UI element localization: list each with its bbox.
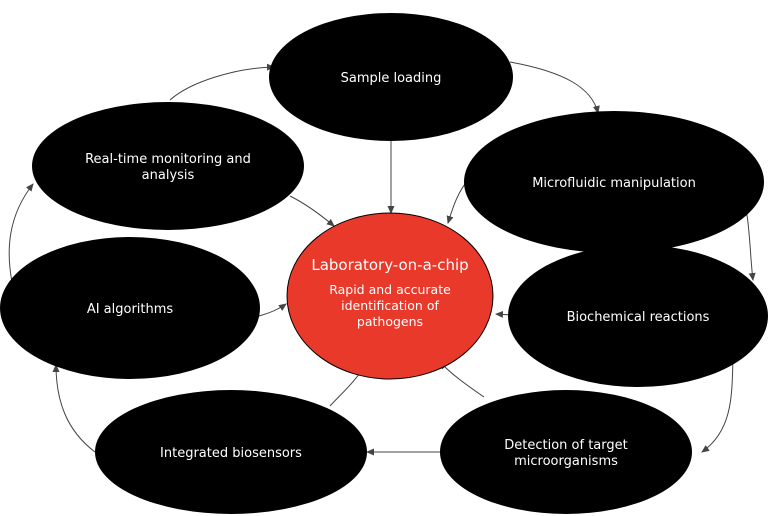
node-detection-of-target-microorganisms-shape	[440, 390, 692, 514]
node-ai-algorithms: AI algorithms	[0, 237, 260, 379]
connector-arrow-4	[701, 355, 734, 453]
node-real-time-monitoring-and-analysis-shape	[32, 102, 304, 230]
node-ai-algorithms-shape	[0, 237, 260, 379]
node-microfluidic-manipulation: Microfluidic manipulation	[464, 111, 764, 253]
node-sample-loading: Sample loading	[269, 13, 513, 141]
center-title: Laboratory-on-a-chip	[311, 256, 468, 274]
node-real-time-monitoring-and-analysis-label: analysis	[142, 168, 195, 183]
connector-arrow-13	[258, 303, 287, 317]
connector-arrow-7	[8, 183, 34, 283]
connector-arrow-11	[439, 361, 485, 398]
node-biochemical-reactions-label: Biochemical reactions	[567, 310, 710, 325]
node-integrated-biosensors-shape	[95, 390, 367, 514]
node-detection-of-target-microorganisms-label: microorganisms	[514, 454, 618, 469]
node-detection-of-target-microorganisms-label: Detection of target	[504, 438, 627, 453]
connector-arrow-1	[169, 63, 275, 101]
node-microfluidic-manipulation-label: Microfluidic manipulation	[532, 176, 696, 191]
node-sample-loading-shape	[269, 13, 513, 141]
node-sample-loading-label: Sample loading	[341, 71, 442, 86]
node-biochemical-reactions-shape	[508, 245, 768, 387]
connector-arrow-14	[289, 195, 335, 227]
center-node-shape	[286, 212, 494, 380]
node-microfluidic-manipulation-shape	[464, 111, 764, 253]
node-real-time-monitoring-and-analysis-label: Real-time monitoring and	[85, 152, 251, 167]
center-subtitle-line: Rapid and accurate	[329, 282, 451, 297]
node-integrated-biosensors: Integrated biosensors	[95, 390, 367, 514]
node-integrated-biosensors-label: Integrated biosensors	[160, 446, 302, 461]
center-subtitle-line: identification of	[341, 298, 439, 313]
node-biochemical-reactions: Biochemical reactions	[508, 245, 768, 387]
connector-arrow-2	[509, 61, 600, 114]
node-ai-algorithms-label: AI algorithms	[87, 302, 174, 317]
connector-arrow-6	[52, 364, 96, 453]
center-subtitle-line: pathogens	[357, 314, 423, 329]
